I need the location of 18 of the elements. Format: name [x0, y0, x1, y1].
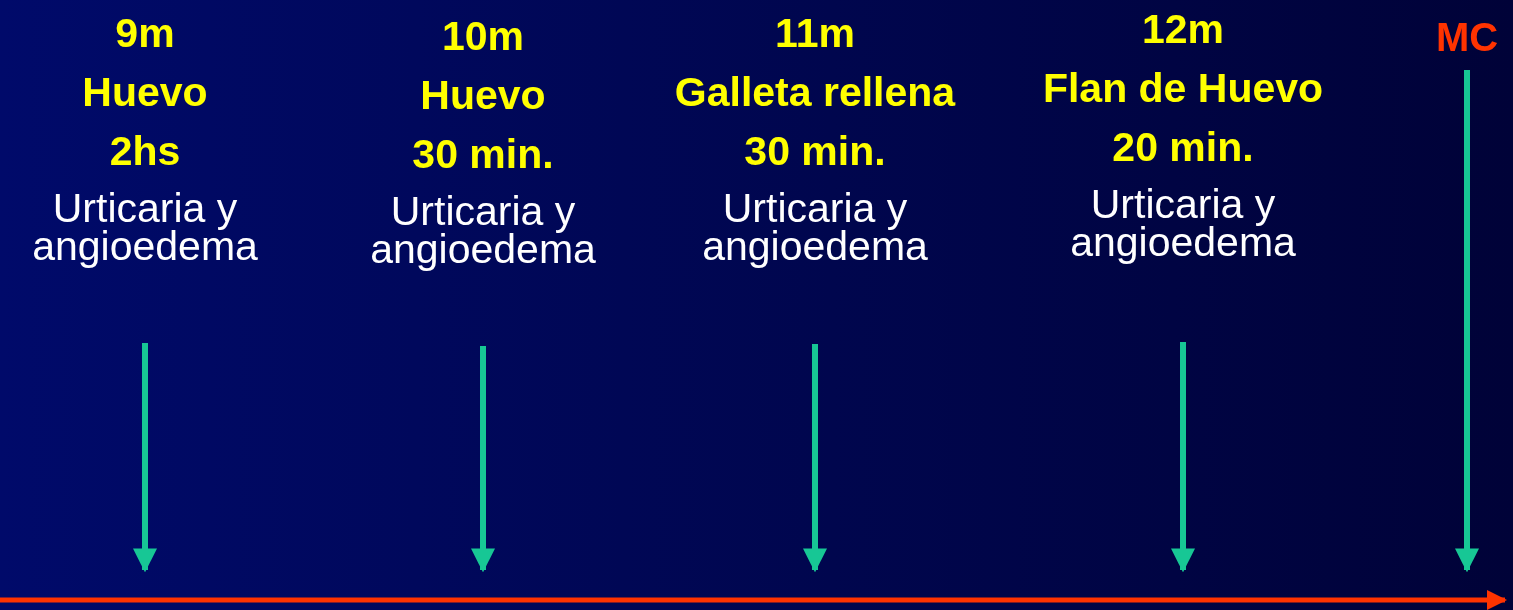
event-heading-line: 30 min. — [412, 130, 554, 179]
event-heading-line: Huevo — [82, 68, 208, 117]
event-heading-line: 20 min. — [1112, 123, 1254, 172]
event-heading-line: Flan de Huevo — [1042, 64, 1324, 113]
event-heading-line: 11m — [775, 9, 855, 58]
arrow — [471, 346, 495, 573]
event-heading-line: 30 min. — [744, 127, 886, 176]
event-heading-line: Huevo — [420, 71, 546, 120]
event-heading-line: Galleta rellena — [674, 68, 956, 117]
arrow — [133, 343, 157, 573]
event-heading-line: 10m — [441, 12, 525, 61]
arrow — [1455, 70, 1479, 573]
arrow — [803, 344, 827, 573]
arrow — [1171, 342, 1195, 573]
event-heading-line: 2hs — [109, 127, 181, 176]
event-heading-line: 9m — [115, 9, 175, 58]
event-heading-line: 12m — [1141, 5, 1225, 54]
endpoint-label: MC — [1435, 14, 1499, 60]
